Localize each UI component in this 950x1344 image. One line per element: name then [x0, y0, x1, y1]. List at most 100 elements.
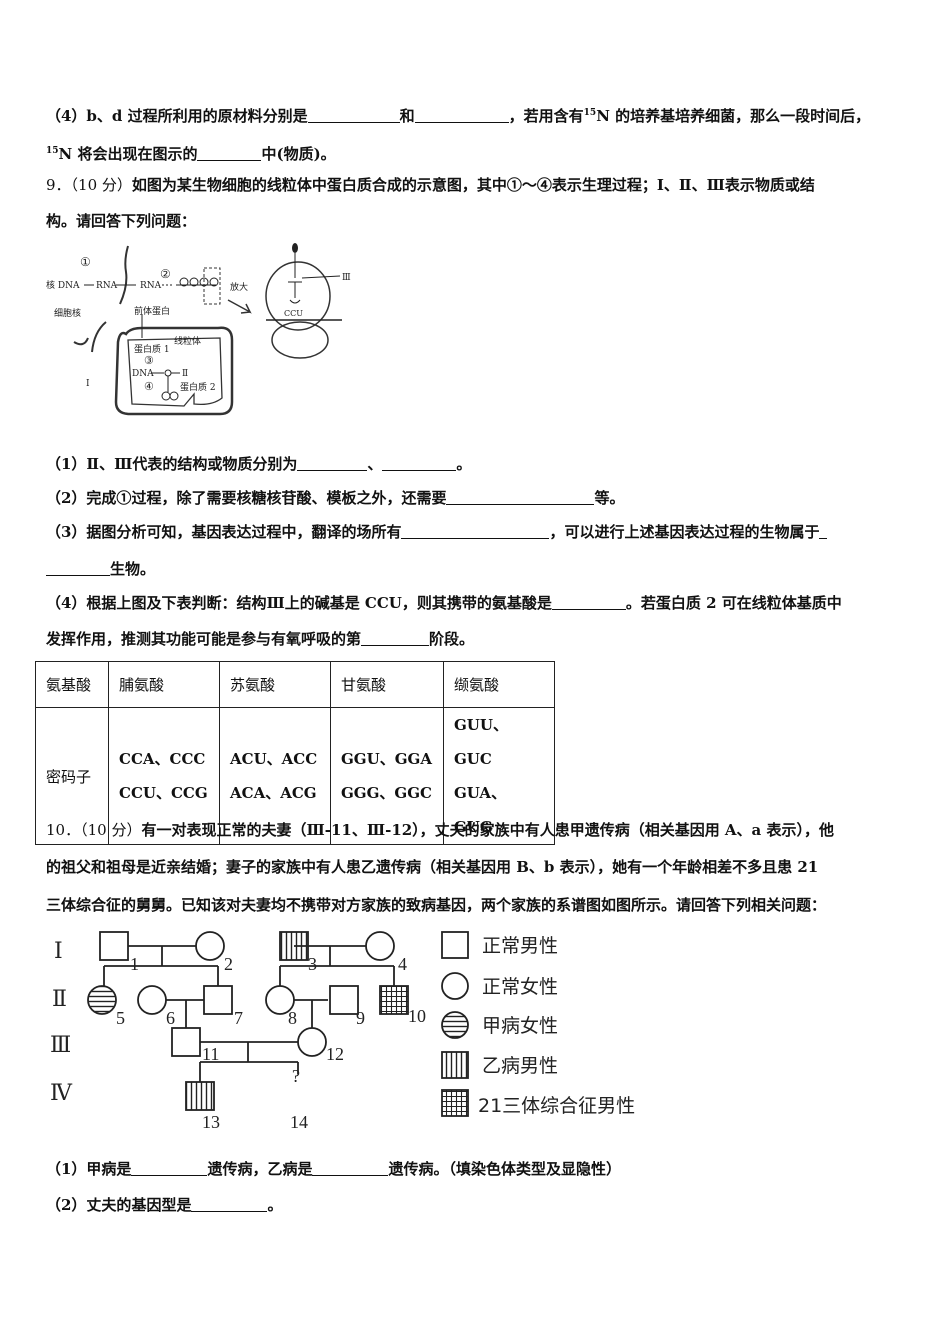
label-zoom: 放大	[230, 281, 248, 293]
label-roman-2: Ⅱ	[182, 369, 188, 379]
answer-blank[interactable]	[307, 108, 400, 123]
nuclear-envelope	[119, 245, 129, 305]
q8-part4-line1: （4）b、d 过程所利用的原材料分别是和，若用含有15N 的培养基培养细菌，那么…	[46, 107, 871, 125]
label-protein-2: 蛋白质 2	[180, 381, 216, 393]
answer-blank[interactable]	[414, 108, 509, 123]
legend-label: 正常男性	[482, 935, 558, 957]
label-mito-dna: DNA	[132, 369, 154, 379]
pedigree-normal-female	[137, 985, 167, 1015]
answer-blank[interactable]	[297, 456, 368, 471]
zoom-arrow-icon	[227, 299, 252, 314]
pedigree-lines	[103, 945, 395, 1082]
generation-label: Ⅰ	[54, 939, 63, 964]
individual-number: 2	[224, 954, 233, 974]
answer-blank[interactable]	[361, 631, 430, 646]
zoom-box	[203, 267, 221, 305]
individual-number: 8	[288, 1008, 297, 1028]
pedigree-normal-male	[99, 931, 129, 961]
label-process-2: ②	[160, 267, 171, 281]
q10-stem-line1: 10．（10 分）有一对表现正常的夫妻（Ⅲ-11、Ⅲ-12），丈夫的家族中有人患…	[46, 821, 834, 839]
pedigree-legend	[441, 931, 469, 1117]
legend-b-male-icon	[441, 1051, 469, 1079]
legend-label: 正常女性	[482, 976, 558, 998]
generation-label: Ⅱ	[52, 987, 67, 1012]
answer-blank[interactable]	[382, 456, 457, 471]
table-header: 脯氨酸	[108, 661, 220, 708]
individual-number: 3	[308, 954, 317, 974]
table-header: 苏氨酸	[219, 661, 331, 708]
legend-a-female-icon	[441, 1011, 469, 1039]
table-cell: 密码子	[35, 707, 109, 845]
legend-normal-female-icon	[441, 972, 469, 1000]
ribosome-large-subunit	[265, 261, 331, 331]
cell-membrane	[73, 337, 89, 346]
individual-number: 7	[234, 1008, 243, 1028]
mitochondria-protein-synthesis-figure: ① 核 DNA RNA RNA ② 细胞核 前体蛋白 放大 蛋白质 1 线粒体 …	[46, 243, 351, 416]
individual-number: 14	[290, 1112, 308, 1132]
legend-normal-male-icon	[441, 931, 469, 959]
answer-blank[interactable]	[551, 595, 626, 610]
q10-part2: （2）丈夫的基因型是。	[46, 1196, 283, 1214]
q10-part1: （1）甲病是遗传病，乙病是遗传病。（填染色体类型及显隐性）	[46, 1160, 621, 1178]
pedigree-normal-female	[265, 985, 295, 1015]
q10-stem-line2: 的祖父和祖母是近亲结婚；妻子的家族中有人患乙遗传病（相关基因用 B、b 表示），…	[46, 858, 819, 876]
generation-label: Ⅳ	[50, 1081, 73, 1106]
answer-blank[interactable]	[191, 1197, 268, 1212]
generation-label: Ⅲ	[50, 1033, 71, 1058]
answer-blank[interactable]	[819, 524, 828, 539]
mitochondrion-inner	[127, 337, 223, 407]
amino-acid-icon	[292, 243, 298, 253]
label-nucleus: 细胞核	[54, 307, 81, 319]
answer-blank[interactable]	[197, 146, 262, 161]
q9-part3-line2: 生物。	[46, 559, 155, 579]
legend-label: 21三体综合征男性	[478, 1095, 635, 1117]
q9-stem-line1: 9．（10 分）如图为某生物细胞的线粒体中蛋白质合成的示意图，其中①～④表示生理…	[46, 176, 815, 194]
nuclear-envelope	[91, 321, 107, 353]
pedigree-normal-female	[195, 931, 225, 961]
pedigree-trisomy21-male	[379, 985, 409, 1015]
individual-number: 1	[130, 954, 139, 974]
answer-blank[interactable]	[401, 524, 550, 539]
label-nuclear-dna: 核 DNA	[46, 279, 80, 291]
ribosome-icon	[161, 391, 179, 401]
label-process-3: ③	[144, 354, 154, 367]
pedigree-normal-male	[203, 985, 233, 1015]
q9-part4-line1: （4）根据上图及下表判断：结构Ⅲ上的碱基是 CCU，则其携带的氨基酸是。若蛋白质…	[46, 594, 842, 612]
label-process-4: ④	[144, 380, 154, 393]
answer-blank[interactable]	[46, 561, 110, 576]
q9-part1: （1）Ⅱ、Ⅲ代表的结构或物质分别为、。	[46, 455, 472, 473]
label-rna: RNA	[140, 281, 162, 291]
polyribosome-icon	[179, 277, 219, 287]
answer-blank[interactable]	[131, 1161, 208, 1176]
individual-number: 13	[202, 1112, 220, 1132]
pedigree-normal-male	[329, 985, 359, 1015]
label-roman-3: Ⅲ	[342, 273, 351, 283]
pedigree-normal-female	[365, 931, 395, 961]
individual-number: 10	[408, 1006, 426, 1026]
table-header: 甘氨酸	[330, 661, 444, 708]
unknown-offspring: ?	[292, 1066, 300, 1086]
label-precursor-protein: 前体蛋白	[134, 305, 170, 317]
individual-number: 4	[398, 954, 407, 974]
pedigree-affected-b-male	[185, 1081, 215, 1111]
answer-blank[interactable]	[446, 490, 595, 505]
label-rna: RNA	[96, 281, 118, 291]
pedigree-affected-b-male	[279, 931, 309, 961]
label-anticodon: CCU	[284, 309, 303, 318]
label-roman-1: Ⅰ	[86, 379, 90, 389]
individual-number: 9	[356, 1008, 365, 1028]
individual-number: 6	[166, 1008, 175, 1028]
q9-part4-line2: 发挥作用，推测其功能可能是参与有氧呼吸的第阶段。	[46, 630, 475, 648]
individual-number: 11	[202, 1044, 219, 1064]
label-process-1: ①	[80, 255, 91, 269]
trna-icon	[288, 253, 302, 304]
answer-blank[interactable]	[312, 1161, 389, 1176]
pedigree-normal-female	[297, 1027, 327, 1057]
legend-trisomy21-male-icon	[441, 1089, 469, 1117]
pedigree-normal-male	[171, 1027, 201, 1057]
